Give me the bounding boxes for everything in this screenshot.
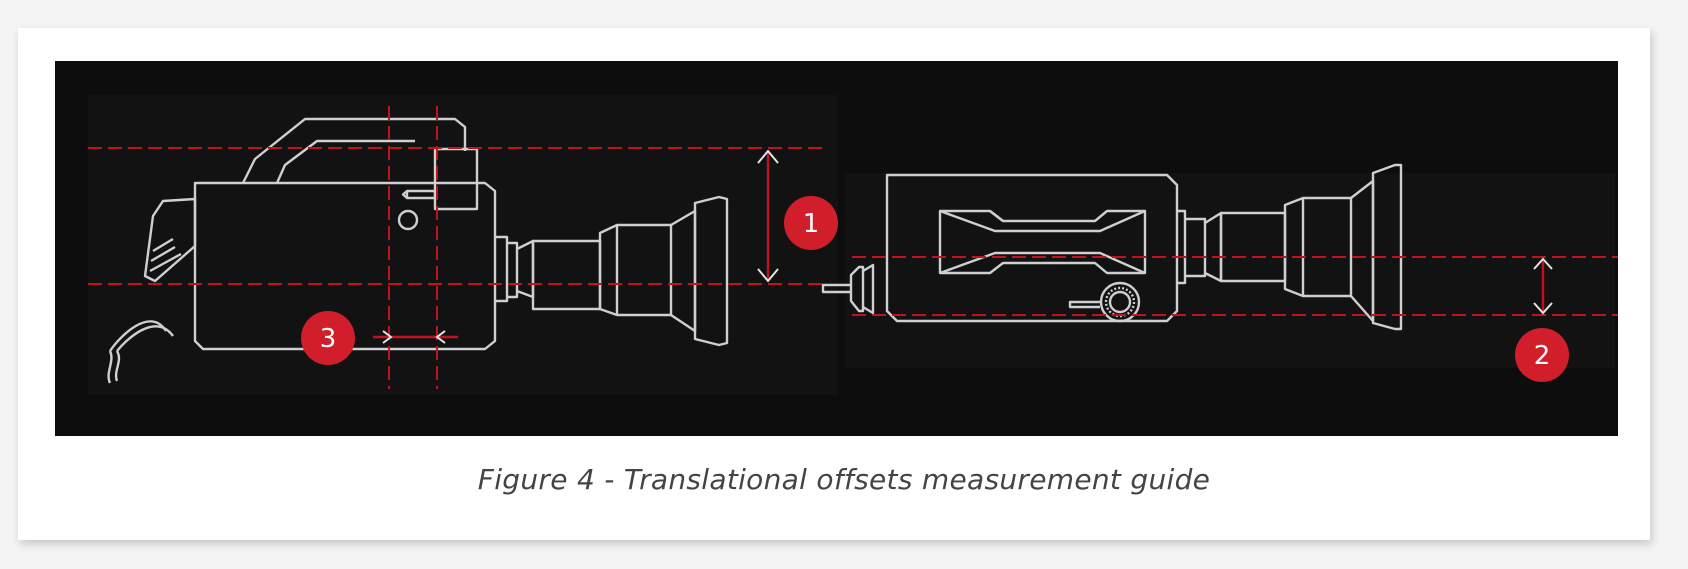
right-guide-lines: [852, 256, 1618, 316]
figure-diagram: 1 2 3: [55, 61, 1618, 436]
marker-badge-2: 2: [1515, 328, 1569, 382]
right-view-backdrop: [845, 173, 1615, 368]
dimension-arrow-1: [757, 149, 779, 283]
marker-label-3: 3: [320, 324, 337, 354]
marker-label-2: 2: [1534, 341, 1551, 371]
figure-caption: Figure 4 - Translational offsets measure…: [477, 463, 1211, 496]
left-view-backdrop: [88, 95, 838, 395]
marker-badge-3: 3: [301, 311, 355, 365]
device-side-view-icon: [107, 117, 729, 384]
left-guide-lines: [88, 106, 827, 389]
dimension-arrow-3: [373, 330, 458, 344]
dimension-arrow-2: [1533, 257, 1553, 315]
marker-label-1: 1: [803, 209, 820, 239]
marker-badge-1: 1: [784, 196, 838, 250]
